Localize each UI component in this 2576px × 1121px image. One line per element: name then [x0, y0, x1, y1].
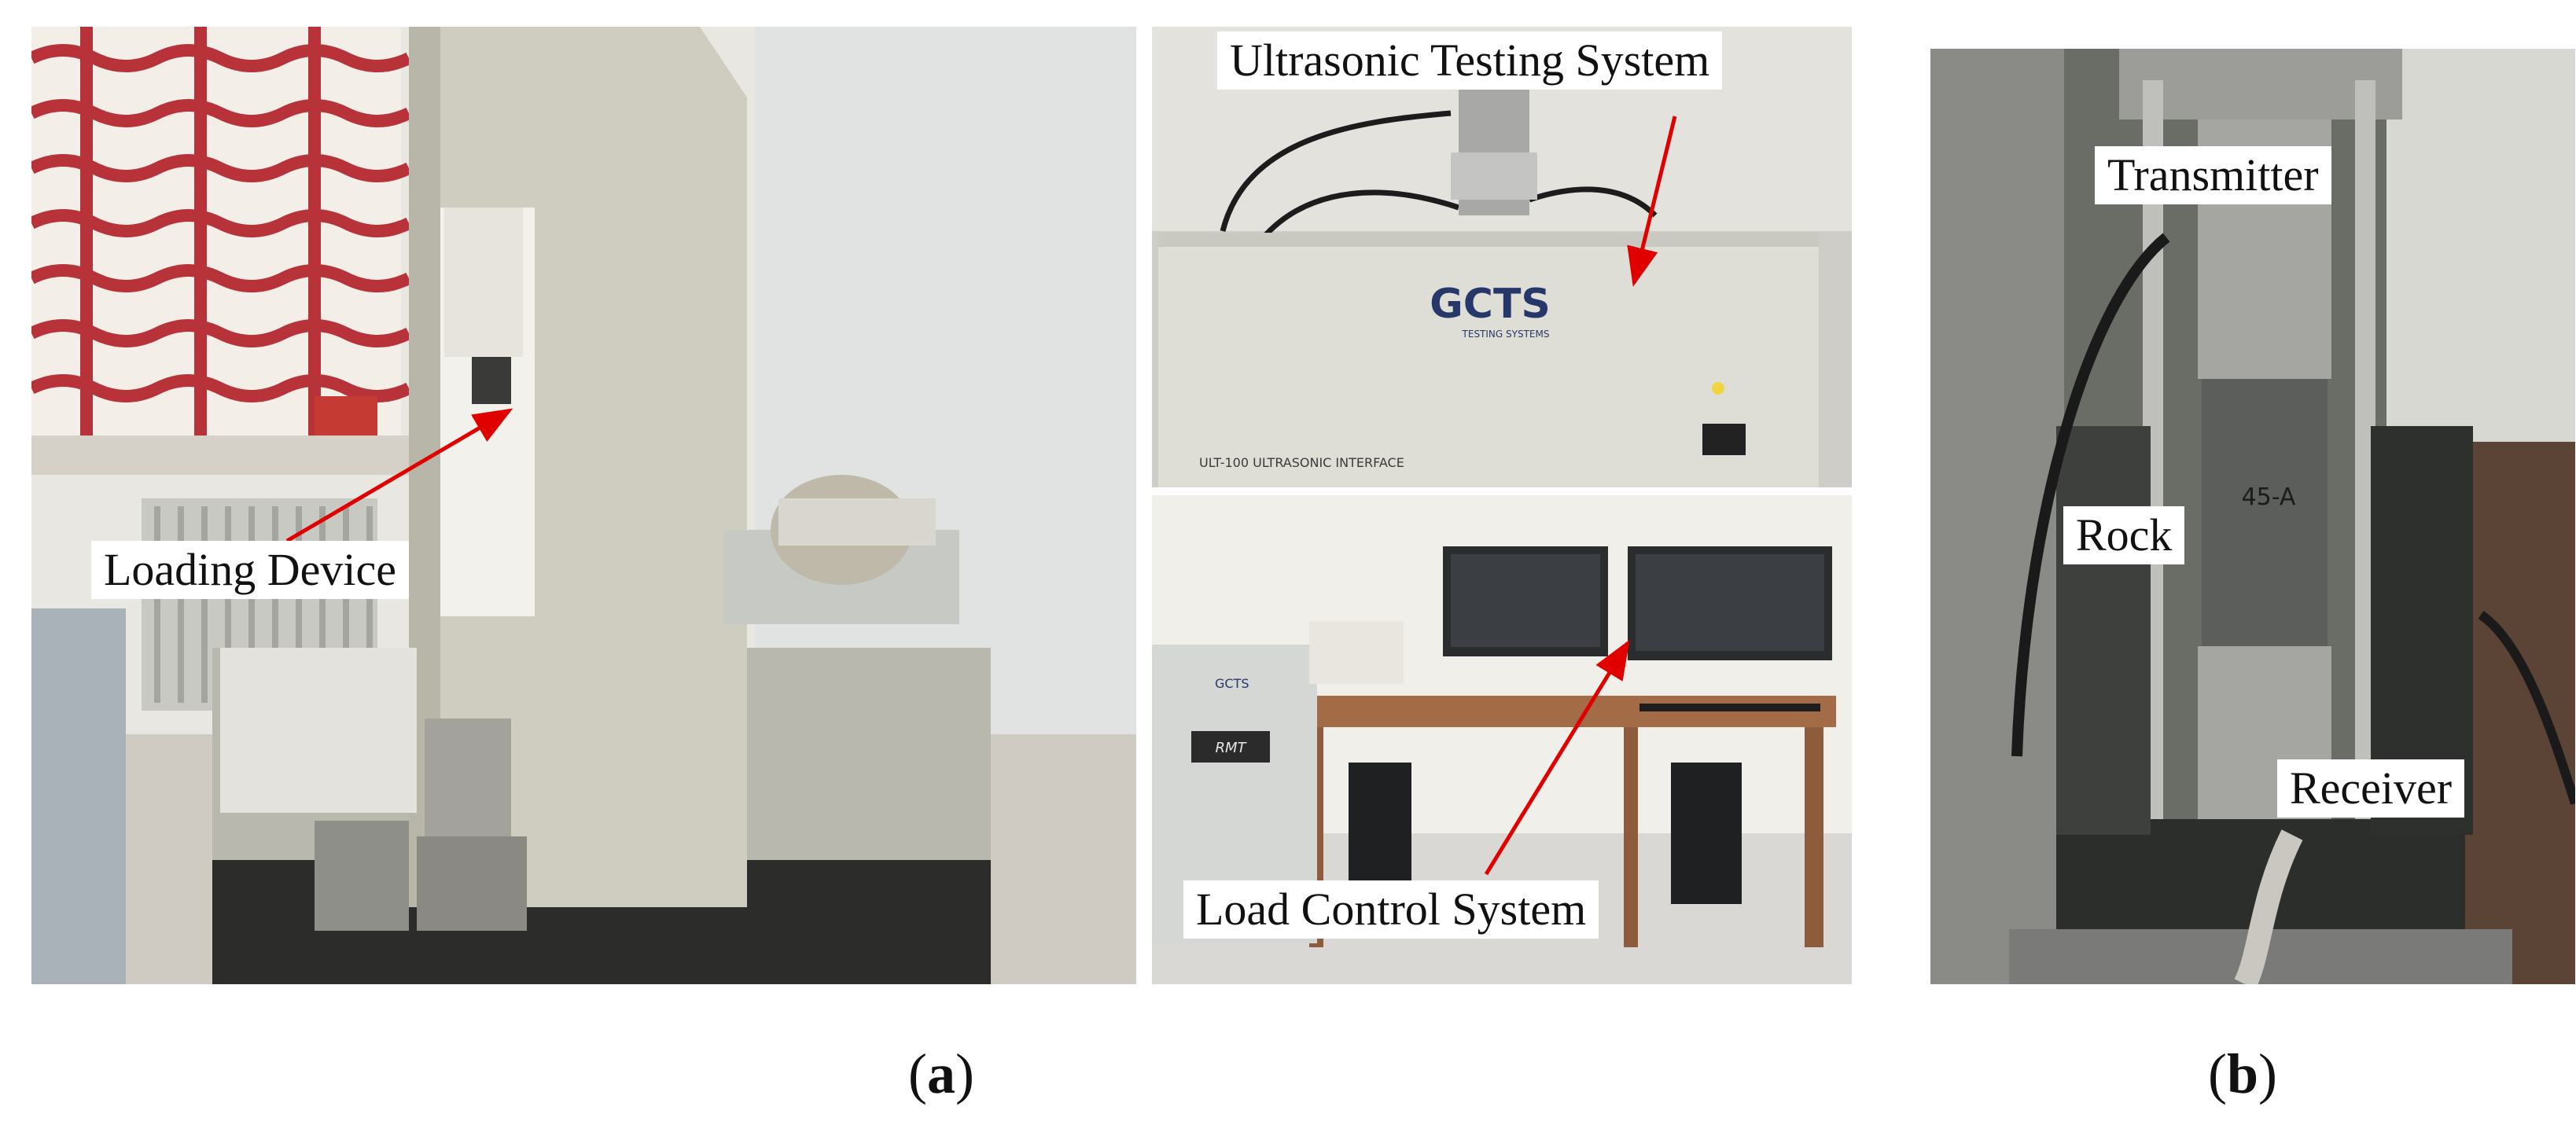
gcts-logo-text: GCTS — [1430, 281, 1551, 328]
caption-b: (b) — [2208, 1046, 2277, 1102]
ultrasonic-arrow — [1627, 116, 1677, 287]
interface-label: ULT-100 ULTRASONIC INTERFACE — [1199, 455, 1404, 470]
gcts-logo-subtext: TESTING SYSTEMS — [1462, 329, 1550, 340]
cabinet-rmt-text: RMT — [1215, 740, 1247, 756]
specimen-mark-text: 45-A — [2242, 483, 2296, 511]
caption-a-close: ) — [955, 1042, 974, 1105]
photo-loading-device — [31, 27, 1136, 984]
load-control-arrow — [1484, 639, 1630, 876]
load-control-label: Load Control System — [1183, 880, 1599, 939]
caption-b-letter: b — [2226, 1042, 2259, 1105]
loading-device-arrow — [285, 408, 513, 543]
caption-b-open: ( — [2208, 1042, 2227, 1105]
loading-device-label: Loading Device — [91, 541, 410, 599]
caption-b-close: ) — [2258, 1042, 2278, 1105]
caption-a-open: ( — [908, 1042, 927, 1105]
ultrasonic-system-label: Ultrasonic Testing System — [1217, 31, 1723, 90]
caption-a-letter: a — [926, 1042, 955, 1105]
cabinet-gcts-text: GCTS — [1215, 676, 1249, 691]
transmitter-label: Transmitter — [2095, 146, 2331, 204]
receiver-label: Receiver — [2277, 759, 2465, 818]
caption-a: (a) — [908, 1046, 974, 1102]
rock-label: Rock — [2063, 506, 2185, 564]
